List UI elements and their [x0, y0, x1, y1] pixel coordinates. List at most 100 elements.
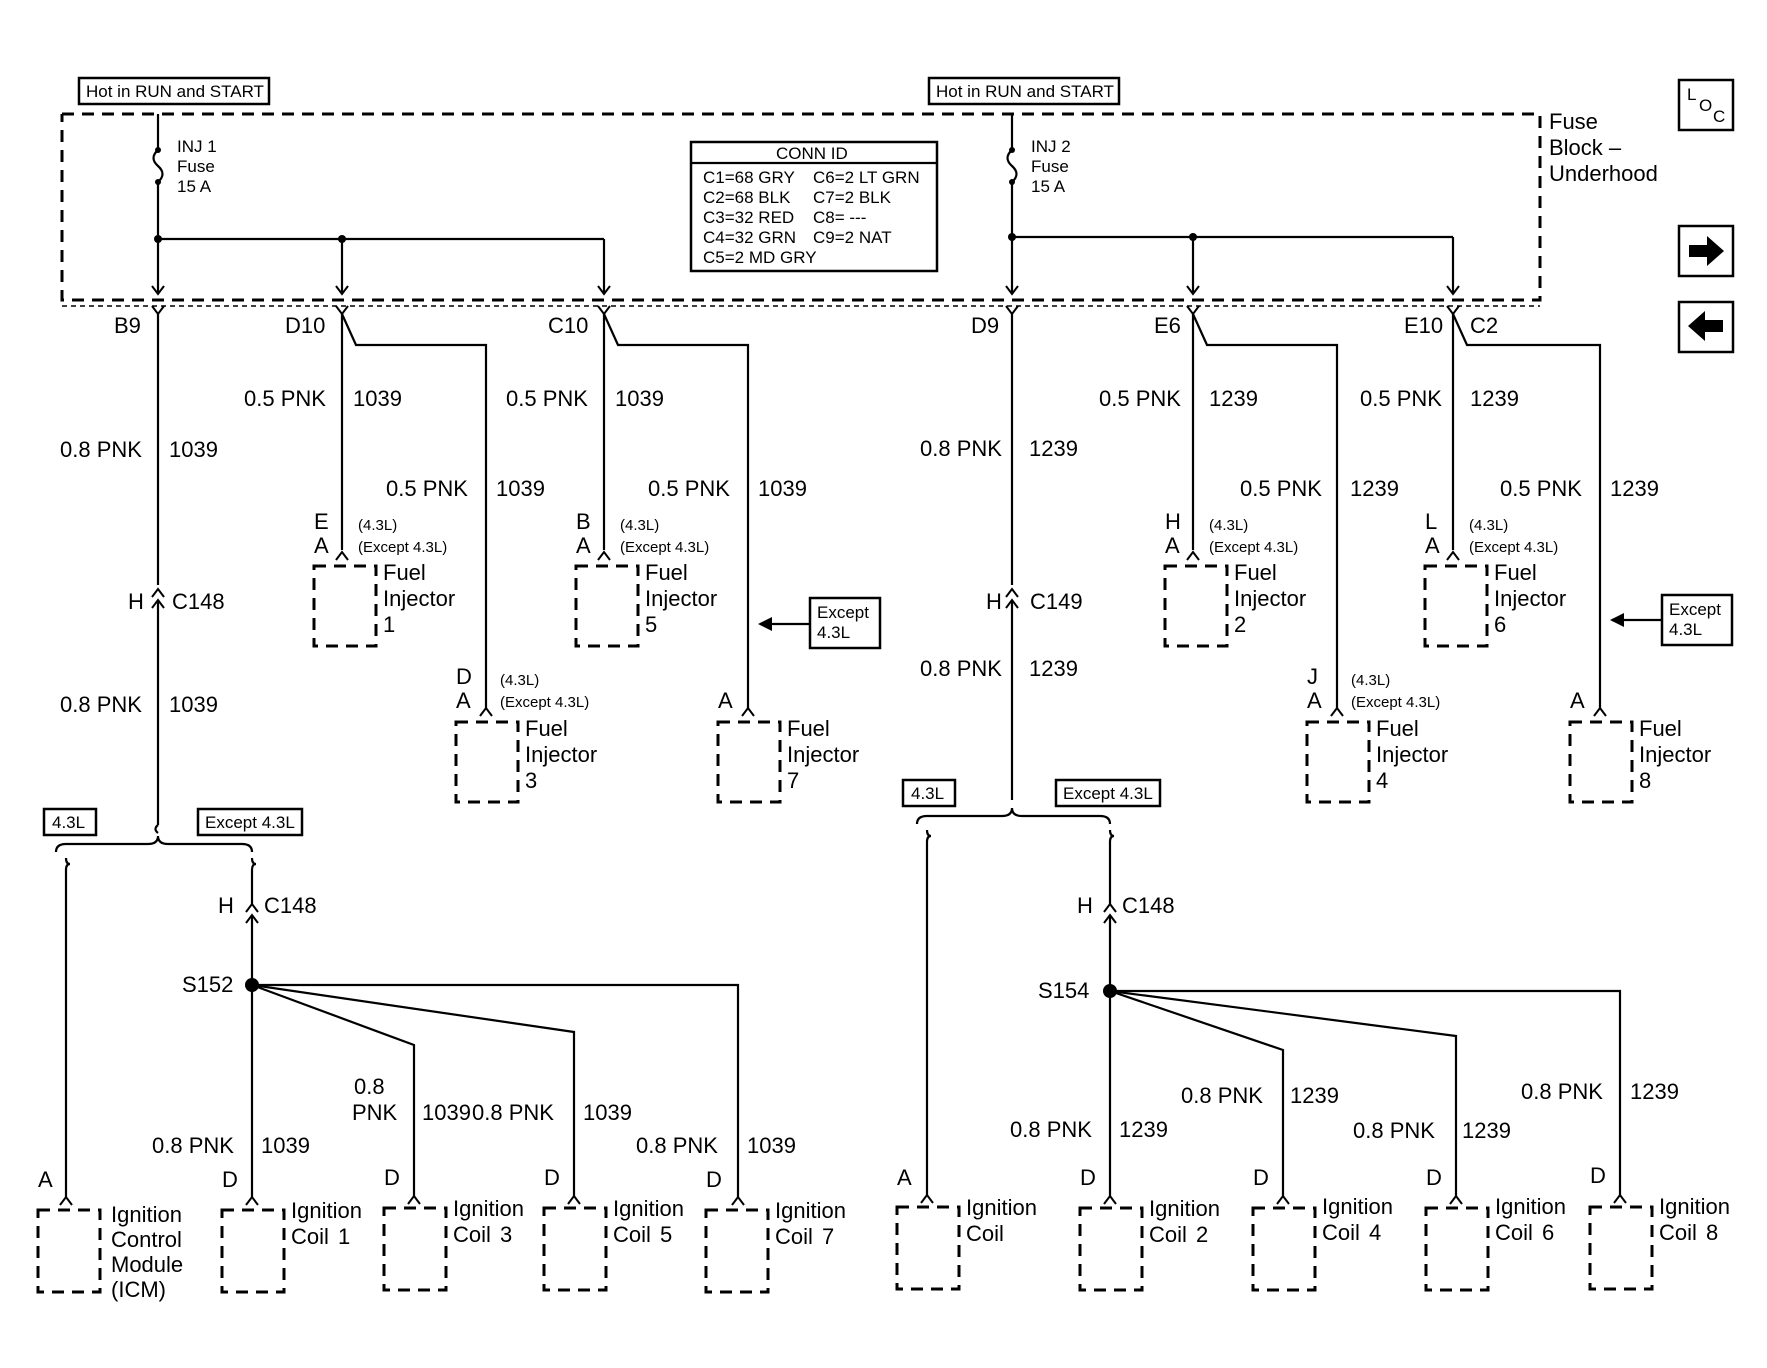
svg-text:0.8 PNK: 0.8 PNK	[1353, 1118, 1435, 1143]
svg-text:C2=68 BLK: C2=68 BLK	[703, 188, 791, 207]
svg-text:1039: 1039	[758, 476, 807, 501]
svg-text:5: 5	[645, 612, 657, 637]
svg-text:S152: S152	[182, 972, 233, 997]
svg-text:1239: 1239	[1470, 386, 1519, 411]
svg-text:Injector: Injector	[1639, 742, 1711, 767]
svg-text:H: H	[986, 589, 1002, 614]
fuel-injector-2[interactable]	[1163, 550, 1229, 648]
svg-text:Except: Except	[817, 603, 869, 622]
svg-text:D: D	[456, 664, 472, 689]
fuel-injector-1[interactable]	[312, 550, 378, 648]
svg-text:Coil: Coil	[1149, 1222, 1187, 1247]
svg-text:0.5 PNK: 0.5 PNK	[648, 476, 730, 501]
option-brace-right	[915, 807, 1112, 825]
svg-text:D: D	[1590, 1163, 1606, 1188]
svg-text:0.8 PNK: 0.8 PNK	[1010, 1117, 1092, 1142]
loc-icon[interactable]: L O C	[1677, 78, 1735, 132]
svg-text:0.5 PNK: 0.5 PNK	[1360, 386, 1442, 411]
fuel-injector-6[interactable]	[1423, 550, 1489, 648]
ignition-coil-7[interactable]	[704, 1195, 770, 1294]
fuel-injector-7[interactable]	[716, 706, 782, 804]
svg-text:4.3L: 4.3L	[817, 623, 850, 642]
fuel-injector-8[interactable]	[1568, 706, 1634, 804]
svg-text:Fuel: Fuel	[383, 560, 426, 585]
next-page-arrow-icon[interactable]	[1677, 224, 1735, 278]
fuel-injector-3[interactable]	[454, 706, 520, 804]
svg-text:1239: 1239	[1630, 1079, 1679, 1104]
svg-text:L: L	[1687, 85, 1696, 104]
svg-text:(Except 4.3L): (Except 4.3L)	[1351, 694, 1440, 711]
svg-text:J: J	[1307, 664, 1318, 689]
svg-text:C8= ---: C8= ---	[813, 208, 866, 227]
svg-text:3: 3	[500, 1222, 512, 1247]
svg-text:D: D	[384, 1165, 400, 1190]
svg-text:Fuel: Fuel	[645, 560, 688, 585]
svg-text:C3=32 RED: C3=32 RED	[703, 208, 794, 227]
svg-text:1039: 1039	[169, 692, 218, 717]
svg-text:(4.3L): (4.3L)	[1209, 517, 1248, 534]
svg-text:Injector: Injector	[1234, 586, 1306, 611]
svg-text:6: 6	[1542, 1220, 1554, 1245]
svg-text:A: A	[897, 1165, 912, 1190]
svg-text:Module: Module	[111, 1252, 183, 1277]
svg-text:Ignition: Ignition	[111, 1202, 182, 1227]
ignition-coil-2[interactable]	[1078, 1194, 1144, 1292]
svg-text:C5=2 MD GRY: C5=2 MD GRY	[703, 248, 817, 267]
ignition-coil-5[interactable]	[542, 1194, 608, 1292]
ignition-coil-8[interactable]	[1588, 1193, 1654, 1291]
svg-text:1239: 1239	[1462, 1118, 1511, 1143]
fuse-inj2	[1006, 114, 1018, 292]
svg-text:4: 4	[1376, 768, 1388, 793]
ignition-control-module[interactable]	[36, 1195, 102, 1294]
ignition-coil[interactable]	[895, 1193, 961, 1291]
fuel-injector-4[interactable]	[1305, 706, 1371, 804]
ignition-coil-4[interactable]	[1251, 1194, 1317, 1292]
fuse-inj2-rating: 15 A	[1031, 177, 1066, 196]
svg-text:C149: C149	[1030, 589, 1083, 614]
fuse-block-label-line2: Block –	[1549, 135, 1622, 160]
svg-text:8: 8	[1706, 1220, 1718, 1245]
svg-text:0.8: 0.8	[354, 1074, 385, 1099]
svg-text:Except: Except	[1669, 600, 1721, 619]
svg-text:7: 7	[787, 768, 799, 793]
svg-text:Ignition: Ignition	[1149, 1196, 1220, 1221]
ignition-coil-1[interactable]	[220, 1195, 286, 1294]
svg-text:Fuel: Fuel	[525, 716, 568, 741]
terminal-c2: C2	[1470, 313, 1498, 338]
svg-text:C148: C148	[264, 893, 317, 918]
svg-text:Fuel: Fuel	[1234, 560, 1277, 585]
ignition-coil-6[interactable]	[1424, 1194, 1490, 1292]
hot-label-left: Hot in RUN and START	[86, 82, 264, 101]
svg-text:Coil: Coil	[775, 1224, 813, 1249]
svg-text:0.8 PNK: 0.8 PNK	[152, 1133, 234, 1158]
svg-text:1039: 1039	[261, 1133, 310, 1158]
svg-text:H: H	[1165, 509, 1181, 534]
svg-text:A: A	[1165, 533, 1180, 558]
hot-label-box-right	[927, 76, 1121, 106]
svg-text:H: H	[1077, 893, 1093, 918]
terminal-d10: D10	[285, 313, 325, 338]
svg-text:1039: 1039	[353, 386, 402, 411]
svg-text:3: 3	[525, 768, 537, 793]
fuse-inj2-word: Fuse	[1031, 157, 1069, 176]
svg-text:C4=32 GRN: C4=32 GRN	[703, 228, 796, 247]
previous-page-arrow-icon[interactable]	[1677, 300, 1735, 354]
svg-text:D: D	[1080, 1165, 1096, 1190]
ignition-coil-3[interactable]	[382, 1194, 448, 1292]
fuel-injector-5[interactable]	[574, 550, 640, 648]
fuse-block-label-line3: Underhood	[1549, 161, 1658, 186]
svg-text:(4.3L): (4.3L)	[358, 517, 397, 534]
hot-label-right: Hot in RUN and START	[936, 82, 1114, 101]
svg-text:Fuel: Fuel	[1376, 716, 1419, 741]
svg-text:1: 1	[338, 1224, 350, 1249]
svg-text:0.8 PNK: 0.8 PNK	[60, 437, 142, 462]
svg-text:A: A	[718, 688, 733, 713]
svg-text:E: E	[314, 509, 329, 534]
svg-text:H: H	[128, 589, 144, 614]
svg-text:1039: 1039	[747, 1133, 796, 1158]
svg-text:C6=2 LT GRN: C6=2 LT GRN	[813, 168, 920, 187]
svg-text:D: D	[544, 1165, 560, 1190]
svg-text:S154: S154	[1038, 978, 1089, 1003]
svg-text:Injector: Injector	[1376, 742, 1448, 767]
svg-text:Ignition: Ignition	[613, 1196, 684, 1221]
